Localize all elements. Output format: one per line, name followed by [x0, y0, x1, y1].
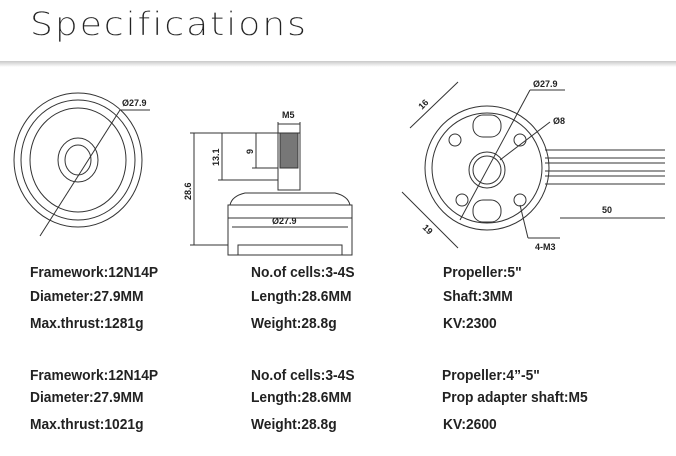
- front-diameter-label: Ø27.9: [122, 98, 147, 108]
- spec-weight: Weight:28.8g: [251, 416, 337, 433]
- spec-diameter: Diameter:27.9MM: [30, 389, 144, 406]
- spec-framework: Framework:12N14P: [30, 367, 159, 384]
- spec-framework: Framework:12N14P: [30, 264, 159, 281]
- shaft-height-label: 13.1: [211, 148, 221, 166]
- rear-diameter-label: Ø27.9: [533, 79, 558, 89]
- spec-propeller: Propeller:5": [443, 264, 522, 281]
- spec-cells: No.of cells:3-4S: [251, 367, 355, 384]
- wire-length-label: 50: [602, 205, 612, 215]
- front-view: Ø27.9: [13, 92, 150, 237]
- spec-kv: KV:2600: [443, 416, 497, 433]
- spec-cells: No.of cells:3-4S: [251, 264, 355, 281]
- spec-shaft: Shaft:3MM: [443, 288, 513, 305]
- hole-spacing-a-label: 16: [416, 97, 430, 111]
- spec-max-thrust: Max.thrust:1021g: [30, 416, 144, 433]
- spec-diameter: Diameter:27.9MM: [30, 288, 144, 305]
- header-divider: [0, 61, 676, 67]
- page-title: Specifications: [30, 6, 308, 43]
- side-diameter-label: Ø27.9: [272, 216, 297, 226]
- spec-length: Length:28.6MM: [251, 288, 352, 305]
- shaft-thread-label: M5: [282, 110, 295, 120]
- spec-prop-adapter-shaft: Prop adapter shaft:M5: [442, 389, 588, 406]
- thread-length-label: 9: [245, 149, 255, 154]
- motor-technical-drawing: Ø27.9 M5 Ø27.9 13.1 28.6 9: [13, 79, 665, 256]
- center-diameter-label: Ø8: [553, 116, 565, 126]
- spec-kv: KV:2300: [443, 315, 497, 332]
- spec-propeller: Propeller:4”-5": [442, 367, 540, 384]
- spec-length: Length:28.6MM: [251, 389, 352, 406]
- rear-view: 50 Ø27.9 Ø8 16 19 4-M3: [401, 79, 665, 252]
- side-view: M5 Ø27.9 13.1 28.6 9: [183, 110, 353, 256]
- screw-label: 4-M3: [535, 242, 556, 252]
- hole-spacing-b-label: 19: [421, 222, 435, 236]
- spec-max-thrust: Max.thrust:1281g: [30, 315, 144, 332]
- spec-weight: Weight:28.8g: [251, 315, 337, 332]
- total-height-label: 28.6: [183, 182, 193, 200]
